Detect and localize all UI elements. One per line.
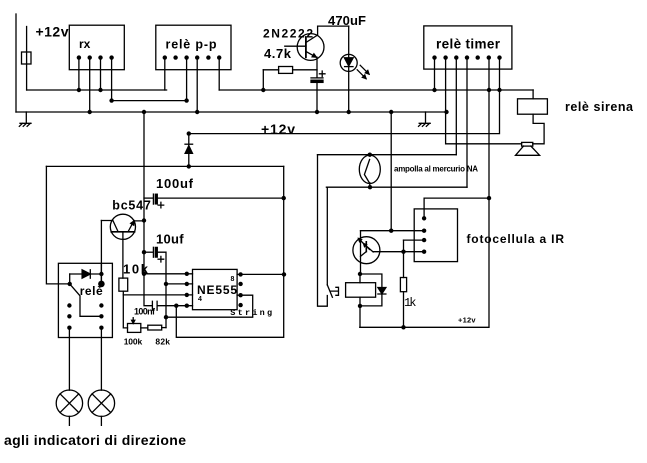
svg-text:ampolla al mercurio NA: ampolla al mercurio NA	[394, 165, 478, 174]
svg-text:+12v: +12v	[261, 121, 295, 137]
svg-text:rx: rx	[79, 37, 91, 51]
svg-text:8: 8	[231, 276, 235, 283]
svg-text:82k: 82k	[155, 336, 170, 346]
svg-text:+12v: +12v	[36, 24, 69, 40]
svg-text:1k: 1k	[404, 296, 417, 310]
svg-text:relè p-p: relè p-p	[166, 37, 217, 51]
svg-text:10uf: 10uf	[156, 232, 184, 247]
svg-text:relè timer: relè timer	[436, 37, 501, 52]
svg-text:10k: 10k	[123, 262, 149, 277]
svg-text:+12v: +12v	[458, 315, 476, 324]
svg-text:bc547: bc547	[112, 198, 151, 212]
svg-text:fotocellula a IR: fotocellula a IR	[467, 232, 565, 246]
svg-text:4: 4	[198, 296, 202, 303]
svg-text:100nf: 100nf	[134, 306, 156, 316]
svg-text:NE555: NE555	[197, 283, 237, 297]
svg-text:100uf: 100uf	[156, 176, 194, 191]
svg-text:2N2222: 2N2222	[263, 26, 313, 40]
svg-text:relè sirena: relè sirena	[565, 100, 634, 114]
svg-text:4.7k: 4.7k	[264, 46, 292, 61]
svg-text:100k: 100k	[124, 336, 143, 346]
svg-text:relè: relè	[80, 284, 103, 298]
svg-text:470uF: 470uF	[328, 13, 366, 28]
svg-text:agli indicatori di direzione: agli indicatori di direzione	[4, 432, 186, 448]
